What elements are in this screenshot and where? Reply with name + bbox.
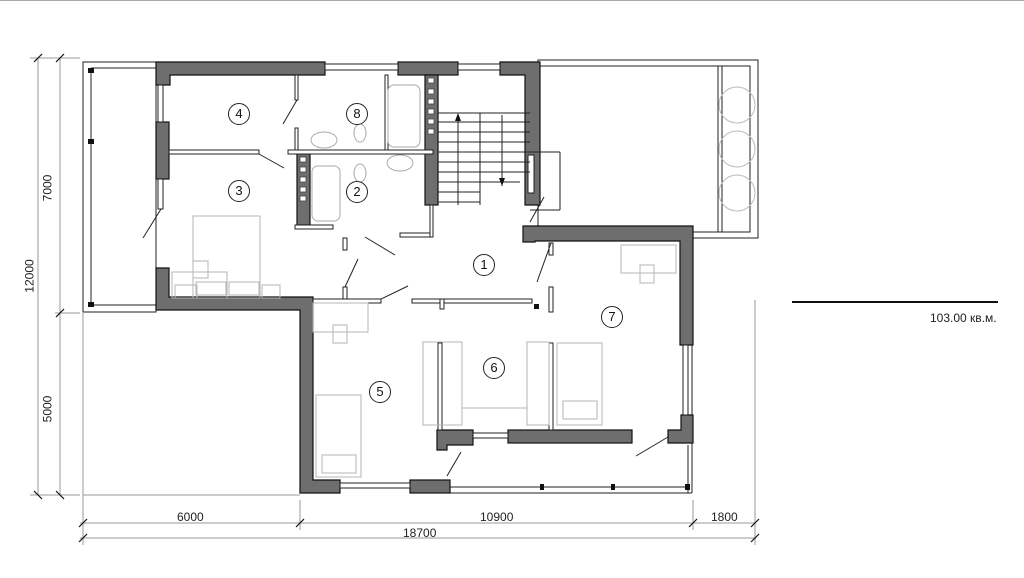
staircase: [438, 112, 561, 211]
balcony-posts: [88, 68, 94, 307]
room-label-5: 5: [369, 381, 391, 403]
vent-shafts: [299, 77, 435, 202]
windows: [157, 63, 689, 489]
dimension-ticks: [33, 53, 760, 543]
dim-vertical-lower: 5000: [40, 395, 55, 423]
dim-horizontal-middle: 10900: [480, 510, 514, 524]
room-label-4: 4: [228, 103, 250, 125]
dim-horizontal-total: 18700: [403, 526, 437, 540]
room-label-6: 6: [483, 357, 505, 379]
room-label-1: 1: [473, 254, 495, 276]
area-value: 103.00 кв.м.: [930, 311, 997, 325]
terrace-plants: [718, 86, 756, 212]
room-label-2: 2: [346, 181, 368, 203]
door-swings: [142, 99, 669, 477]
stair-arrow-up-icon: [455, 113, 461, 121]
top-border-line: [0, 0, 1024, 1]
dimension-lines: [30, 57, 756, 545]
room-label-8: 8: [346, 103, 368, 125]
furniture: [171, 215, 677, 478]
exterior-walls: [155, 61, 694, 494]
dim-vertical-total: 12000: [22, 259, 37, 293]
area-underline: [792, 301, 998, 303]
column-marker: [534, 304, 539, 309]
dim-horizontal-left: 6000: [177, 510, 204, 524]
left-balcony: [82, 61, 157, 313]
dim-vertical-upper: 7000: [40, 174, 55, 202]
dim-horizontal-right: 1800: [711, 510, 738, 524]
room-label-3: 3: [228, 180, 250, 202]
right-terrace: [537, 59, 759, 239]
room-label-7: 7: [601, 306, 623, 328]
terrace-posts: [540, 484, 690, 490]
stair-arrow-down-icon: [499, 178, 505, 186]
